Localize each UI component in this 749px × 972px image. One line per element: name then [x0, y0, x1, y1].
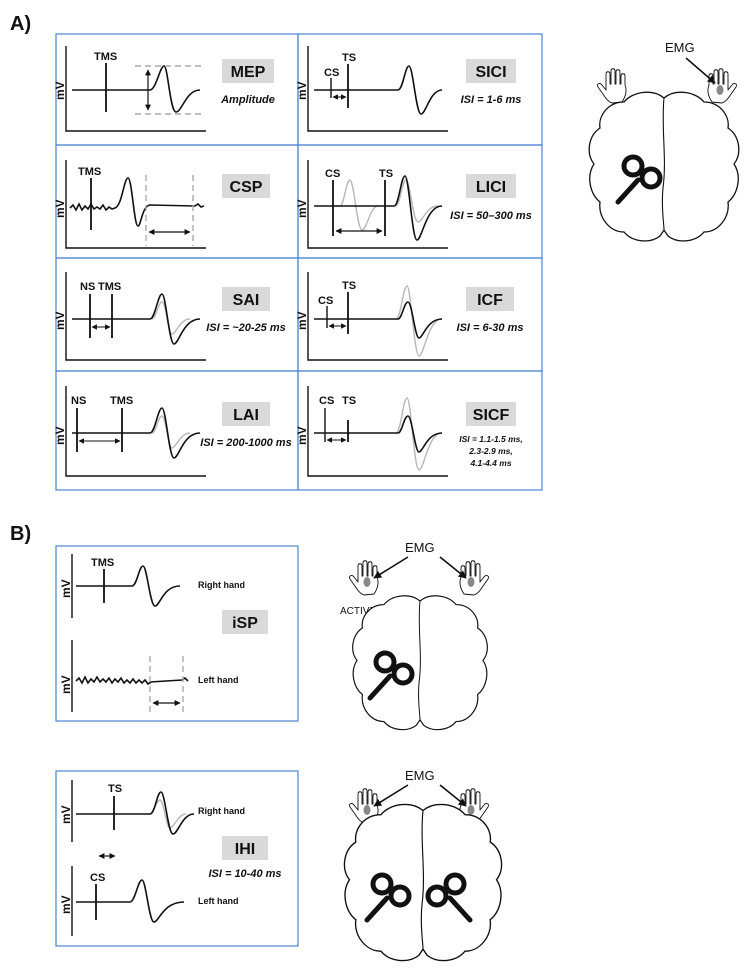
emg-label: EMG	[665, 40, 695, 55]
panel-isi-lai: ISI = 200-1000 ms	[200, 437, 291, 449]
emg-electrode-right	[467, 577, 475, 587]
brain-illustration-b1: EMG ACTIVE	[340, 540, 489, 731]
cs-label: CS	[324, 67, 339, 79]
panel-isi-sici: ISI = 1-6 ms	[461, 94, 522, 106]
panel-isi-sicf-2: 2.3-2.9 ms,	[468, 446, 512, 456]
cs-label: CS	[90, 872, 105, 884]
panel-lici: mV CS TS LICI ISI = 50–300 ms	[295, 160, 532, 249]
y-axis-label: mV	[295, 426, 309, 445]
left-hand-label: Left hand	[198, 675, 239, 685]
panel-isi-lici: ISI = 50–300 ms	[450, 210, 532, 222]
panel-title-icf: ICF	[477, 292, 503, 309]
y-axis-label: mV	[295, 311, 309, 330]
panel-csp: mV TMS CSP	[53, 160, 270, 249]
right-hand-label: Right hand	[198, 580, 245, 590]
emg-electrode-right	[467, 805, 475, 815]
emg-label: EMG	[405, 768, 435, 783]
y-axis-label: mV	[53, 81, 67, 100]
panel-note-mep: Amplitude	[220, 94, 275, 106]
section-b-label: B)	[10, 523, 31, 545]
y-axis-label: mV	[53, 311, 67, 330]
panel-sicf: mV CS TS SICF ISI = 1.1-1.5 ms, 2.3-2.9 …	[295, 386, 523, 477]
right-hand-label: Right hand	[198, 806, 245, 816]
panel-isi-ihi: ISI = 10-40 ms	[208, 868, 281, 880]
emg-electrode	[716, 85, 724, 95]
panel-sai: mV NS TMS SAI ISI = ~20-25 ms	[53, 272, 286, 361]
panel-isi-sicf-3: 4.1-4.4 ms	[469, 458, 511, 468]
brain-illustration-a: EMG	[588, 40, 740, 242]
active-label: ACTIVE	[340, 606, 376, 617]
panel-title-lici: LICI	[476, 179, 506, 196]
cs-label: CS	[319, 395, 334, 407]
panel-isi-icf: ISI = 6-30 ms	[457, 322, 524, 334]
panel-title-sicf: SICF	[473, 407, 510, 424]
panel-ihi-frame	[55, 770, 299, 947]
panel-lai: mV NS TMS LAI ISI = 200-1000 ms	[53, 386, 292, 477]
brain-icon	[588, 91, 740, 242]
section-a-label: A)	[10, 13, 31, 35]
panel-title-sai: SAI	[233, 292, 260, 309]
ns-label: NS	[80, 281, 95, 293]
hand-icon-left	[349, 560, 379, 596]
ts-label: TS	[342, 52, 356, 64]
left-hand-label: Left hand	[198, 896, 239, 906]
ts-label: TS	[379, 168, 393, 180]
y-axis-label: mV	[53, 426, 67, 445]
tms-label: TMS	[91, 557, 114, 569]
cs-label: CS	[318, 295, 333, 307]
panel-title-isp: iSP	[232, 615, 258, 632]
panel-ihi: mV TS Right hand IHI ISI = 10-40 ms mV C…	[59, 780, 282, 936]
ts-label: TS	[108, 783, 122, 795]
hand-icon-right	[707, 68, 737, 104]
emg-electrode-left	[363, 805, 371, 815]
panel-sici: mV CS TS SICI ISI = 1-6 ms	[295, 46, 522, 132]
y-axis-label: mV	[295, 81, 309, 100]
emg-label: EMG	[405, 540, 435, 555]
y-axis-label: mV	[295, 199, 309, 218]
panel-title-lai: LAI	[233, 407, 259, 424]
panel-isi-sai: ISI = ~20-25 ms	[206, 322, 286, 334]
ns-label: NS	[71, 395, 86, 407]
panel-title-csp: CSP	[230, 179, 263, 196]
panel-isp-frame	[55, 545, 299, 722]
y-axis-label: mV	[59, 805, 73, 824]
panel-title-ihi: IHI	[235, 841, 255, 858]
brain-icon	[352, 595, 488, 731]
tms-label: TMS	[94, 51, 117, 63]
panel-title-mep: MEP	[231, 64, 266, 81]
brain-illustration-b2: EMG	[343, 768, 503, 962]
panel-isi-sicf-1: ISI = 1.1-1.5 ms,	[459, 434, 523, 444]
hand-icon-left	[597, 68, 627, 104]
brain-icon	[343, 803, 503, 962]
y-axis-label: mV	[59, 675, 73, 694]
ts-label: TS	[342, 395, 356, 407]
emg-electrode-left	[363, 577, 371, 587]
panel-icf: mV CS TS ICF ISI = 6-30 ms	[295, 272, 524, 361]
panel-mep: mV TMS MEP Amplitude	[53, 46, 275, 132]
ts-label: TS	[342, 280, 356, 292]
cs-label: CS	[325, 168, 340, 180]
y-axis-label: mV	[59, 895, 73, 914]
tms-label: TMS	[98, 281, 121, 293]
y-axis-label: mV	[59, 579, 73, 598]
panel-title-sici: SICI	[475, 64, 506, 81]
y-axis-label: mV	[53, 199, 67, 218]
panel-isp: mV TMS Right hand iSP mV Left hand	[59, 554, 268, 716]
section-a-grid	[55, 33, 543, 491]
tms-label: TMS	[78, 166, 101, 178]
hand-icon-right	[459, 560, 489, 596]
tms-label: TMS	[110, 395, 133, 407]
